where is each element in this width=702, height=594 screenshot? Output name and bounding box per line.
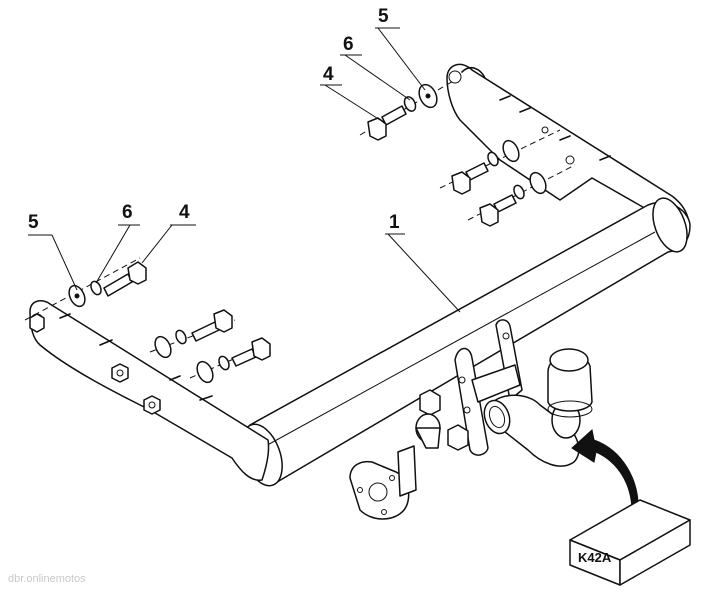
electrical-socket-plate <box>349 445 417 520</box>
right-washer-2 <box>529 171 547 195</box>
callout-left-spring-washer: 6 <box>122 202 133 223</box>
mount-cylinder <box>415 413 441 449</box>
top-washer <box>418 83 438 109</box>
lower-left-bolt-1 <box>191 309 233 342</box>
lower-left-spring-washer-2 <box>218 355 230 371</box>
callout-crossbar: 1 <box>389 212 400 233</box>
right-washer-1 <box>502 139 520 163</box>
callout-top-spring-washer: 6 <box>343 34 354 55</box>
lower-left-bolt-2 <box>231 337 271 367</box>
curved-arrow <box>571 429 639 513</box>
lower-left-spring-washer-1 <box>175 329 187 345</box>
right-spring-washer-1 <box>487 151 499 167</box>
left-mounting-bracket <box>29 299 270 481</box>
mount-bolt-lower <box>447 424 469 451</box>
left-spring-washer <box>90 280 102 296</box>
right-spring-washer-2 <box>513 184 525 200</box>
left-bracket-nut-end <box>29 313 45 333</box>
watermark: dbr.onlinemotos <box>8 573 86 585</box>
top-bolt <box>367 105 407 141</box>
right-bolt-1 <box>451 162 489 195</box>
callout-top-bolt: 4 <box>323 64 334 85</box>
leader-lines <box>28 27 461 313</box>
tow-ball <box>547 348 593 418</box>
kit-box-label: K42A <box>578 550 612 565</box>
left-bolt <box>103 261 147 297</box>
left-bracket-nut-top <box>111 363 129 383</box>
callout-left-bolt: 4 <box>179 202 190 223</box>
callout-left-washer: 5 <box>28 212 39 233</box>
kit-box: K42A <box>569 499 691 586</box>
lower-left-washer-1 <box>154 335 172 359</box>
left-bracket-nut-bottom <box>143 395 161 415</box>
right-bolt-2 <box>479 194 517 227</box>
lower-left-washer-2 <box>196 360 214 384</box>
left-washer <box>68 284 86 308</box>
mount-bolt-upper <box>419 389 441 416</box>
towball-mount-plates <box>454 319 523 456</box>
callout-top-washer: 5 <box>378 6 389 27</box>
